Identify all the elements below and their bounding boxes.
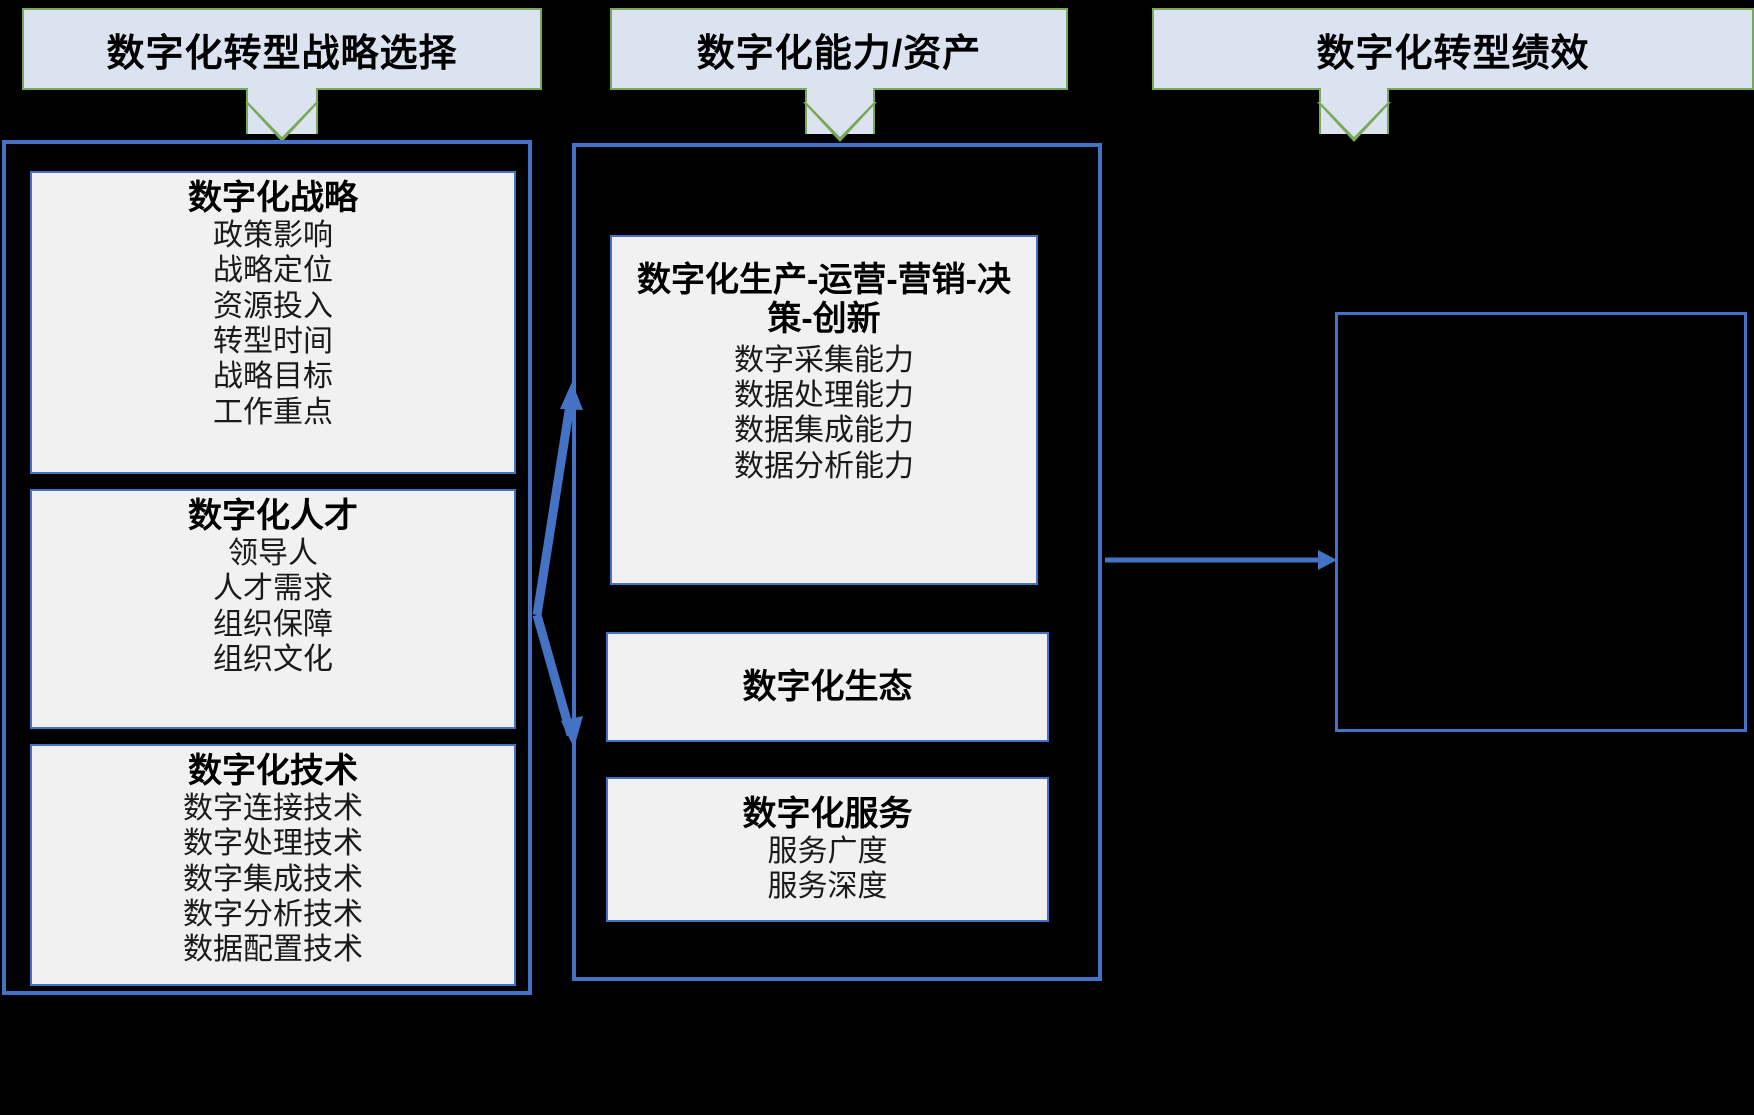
list-item: 领导人 [228, 536, 318, 570]
list-item: 战略目标 [213, 360, 333, 394]
header-banner-capability-asset: 数字化能力/资产 [610, 8, 1068, 90]
card-list-digital-service: 服务广度 服务深度 [768, 834, 888, 905]
header-label-capability-asset: 数字化能力/资产 [696, 32, 982, 75]
list-item: 政策影响 [213, 218, 333, 252]
list-item: 工作重点 [213, 395, 333, 429]
list-item: 数据集成能力 [734, 414, 914, 448]
header-label-strategy-choice: 数字化转型战略选择 [106, 32, 458, 75]
list-item: 人才需求 [213, 572, 333, 606]
list-item: 数据处理能力 [734, 378, 914, 412]
header-banner-strategy-choice: 数字化转型战略选择 [22, 8, 542, 90]
connector-left-to-middle-up-line [532, 391, 577, 616]
card-digital-strategy[interactable]: 数字化战略 政策影响 战略定位 资源投入 转型时间 战略目标 工作重点 [30, 171, 516, 474]
card-title-digital-strategy: 数字化战略 [188, 179, 358, 217]
list-item: 组织保障 [213, 607, 333, 641]
card-list-digital-strategy: 政策影响 战略定位 资源投入 转型时间 战略目标 工作重点 [213, 218, 333, 430]
list-item: 数字分析技术 [183, 897, 363, 931]
list-item: 数字处理技术 [183, 827, 363, 861]
connector-left-to-middle-down-line [532, 613, 576, 737]
list-item: 转型时间 [213, 324, 333, 358]
card-title-digital-service: 数字化服务 [742, 795, 913, 833]
list-item: 服务深度 [767, 870, 888, 904]
connector-middle-to-right [1105, 550, 1337, 570]
card-title-performance-outcome [1338, 315, 1744, 729]
card-title-digital-technology: 数字化技术 [188, 752, 358, 790]
list-item: 数字连接技术 [183, 791, 363, 825]
list-item: 数字采集能力 [734, 343, 914, 377]
card-digital-production-chain[interactable]: 数字化生产-运营-营销-决策-创新 数字采集能力 数据处理能力 数据集成能力 数… [610, 235, 1038, 585]
card-digital-service[interactable]: 数字化服务 服务广度 服务深度 [606, 777, 1049, 922]
list-item: 数据分析能力 [734, 449, 914, 483]
card-title-digital-ecosystem: 数字化生态 [742, 667, 913, 706]
list-item: 战略定位 [213, 254, 333, 288]
list-item: 组织文化 [213, 642, 333, 676]
card-list-digital-technology: 数字连接技术 数字处理技术 数字集成技术 数字分析技术 数据配置技术 [183, 791, 363, 968]
card-title-digital-production-chain: 数字化生产-运营-营销-决策-创新 [637, 261, 1011, 338]
card-title-digital-talent: 数字化人才 [188, 497, 358, 535]
list-item: 资源投入 [213, 289, 333, 323]
card-digital-talent[interactable]: 数字化人才 领导人 人才需求 组织保障 组织文化 [30, 489, 516, 729]
card-list-digital-production-chain: 数字采集能力 数据处理能力 数据集成能力 数据分析能力 [734, 343, 914, 485]
card-digital-ecosystem[interactable]: 数字化生态 [606, 632, 1049, 742]
list-item: 数据配置技术 [183, 933, 363, 967]
card-digital-technology[interactable]: 数字化技术 数字连接技术 数字处理技术 数字集成技术 数字分析技术 数据配置技术 [30, 744, 516, 986]
group-transformation-performance [1335, 312, 1747, 732]
list-item: 服务广度 [767, 834, 888, 868]
card-list-digital-talent: 领导人 人才需求 组织保障 组织文化 [213, 536, 333, 678]
header-banner-transformation-performance: 数字化转型绩效 [1152, 8, 1754, 90]
header-label-transformation-performance: 数字化转型绩效 [1316, 32, 1590, 75]
list-item: 数字集成技术 [183, 862, 363, 896]
